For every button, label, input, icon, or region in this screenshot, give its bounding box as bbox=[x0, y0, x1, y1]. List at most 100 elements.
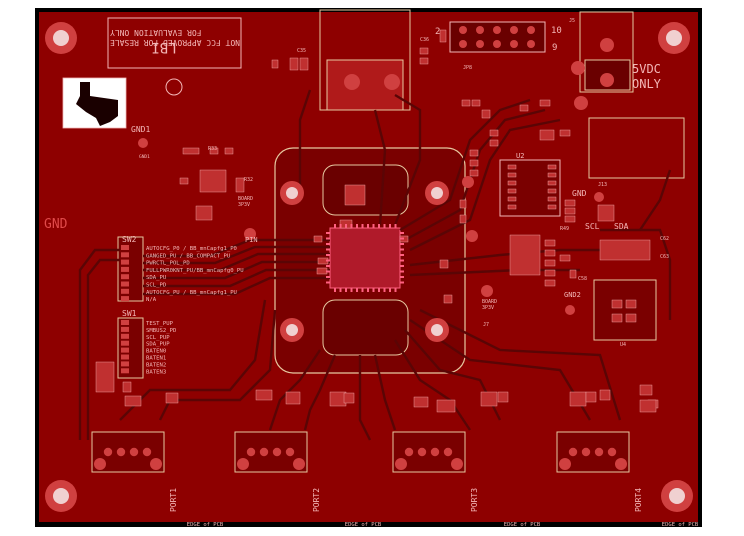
smd-component bbox=[419, 57, 429, 65]
header-pin bbox=[476, 40, 484, 48]
smd-component bbox=[179, 177, 189, 185]
u4-label: U4 bbox=[620, 342, 626, 348]
smd-component bbox=[639, 384, 653, 396]
port-shield-hole-icon bbox=[395, 458, 407, 470]
smd-component bbox=[569, 391, 587, 407]
gnd1-label: GND1 bbox=[131, 125, 150, 134]
ic-pin bbox=[339, 288, 342, 292]
smd-component bbox=[289, 57, 299, 71]
switch-option-label: GANGED_PU / BB_COMPACT_PU bbox=[146, 253, 230, 259]
smd-component bbox=[559, 129, 571, 137]
supply-note-1: 5VDC bbox=[632, 62, 661, 76]
smd-component bbox=[507, 164, 517, 170]
switch-option-label: SMBUS2_PD bbox=[146, 328, 177, 334]
ic-pin bbox=[394, 288, 397, 292]
smd-component bbox=[539, 99, 551, 107]
ic-pin bbox=[334, 288, 336, 292]
smd-component bbox=[507, 196, 517, 202]
ic-pin bbox=[400, 248, 404, 251]
smd-component bbox=[459, 199, 467, 209]
smd-component bbox=[343, 392, 355, 404]
pcb-trace bbox=[268, 349, 321, 431]
port-shield-hole-icon bbox=[94, 458, 106, 470]
c36-label: C36 bbox=[420, 37, 429, 43]
port-shield-hole-icon bbox=[293, 458, 305, 470]
smd-component bbox=[469, 149, 479, 157]
sw1-label: SW1 bbox=[122, 309, 137, 318]
smd-component bbox=[611, 313, 623, 323]
jp8-label: JP8 bbox=[463, 65, 472, 71]
jack-hole-icon bbox=[574, 96, 588, 110]
smd-component bbox=[564, 207, 576, 215]
c58-label: C58 bbox=[578, 276, 587, 282]
smd-component bbox=[469, 169, 479, 177]
ic-pin bbox=[326, 232, 330, 234]
switch-position-pad bbox=[121, 340, 129, 346]
ic-pin bbox=[378, 224, 380, 228]
pin-label: PIN bbox=[245, 236, 258, 244]
ic-pin bbox=[400, 232, 404, 234]
smd-component bbox=[235, 177, 245, 193]
pad-icon bbox=[244, 228, 256, 240]
pcb-trace bbox=[404, 108, 546, 242]
c62-label: C62 bbox=[660, 236, 669, 242]
smd-component bbox=[471, 99, 481, 107]
port-pin-icon bbox=[272, 447, 282, 457]
port-shield-hole-icon bbox=[237, 458, 249, 470]
smd-component bbox=[547, 188, 557, 194]
testpoint-gnd1-icon bbox=[138, 138, 148, 148]
header-pin bbox=[459, 26, 467, 34]
pcb-trace bbox=[373, 354, 397, 431]
header-pin bbox=[493, 26, 501, 34]
smd-component bbox=[436, 399, 456, 413]
j7-label: J7 bbox=[483, 322, 489, 328]
ic-pin bbox=[326, 281, 330, 284]
ic-pin bbox=[334, 224, 336, 228]
ic-pin bbox=[372, 288, 375, 292]
header-pin bbox=[476, 26, 484, 34]
switch-option-label: SDA_PU bbox=[146, 275, 166, 281]
smd-component bbox=[599, 389, 611, 401]
switch-option-label: AUTOCFG_PU / BB_mnCapfg1_PU bbox=[146, 290, 237, 296]
smd-component bbox=[313, 235, 323, 243]
pcb-trace bbox=[373, 109, 387, 226]
switch-position-pad bbox=[121, 245, 129, 250]
r33-label: R33 bbox=[208, 146, 217, 152]
gnd-big-label: GND bbox=[44, 217, 68, 232]
ic-pin bbox=[394, 224, 397, 228]
sw2-label: SW2 bbox=[122, 235, 137, 244]
ic-pin bbox=[400, 259, 404, 262]
smd-component bbox=[124, 395, 142, 407]
smd-component bbox=[625, 299, 637, 309]
ic-pin bbox=[400, 276, 404, 278]
port-shield-hole-icon bbox=[451, 458, 463, 470]
warning-line-2: NOT FCC APPROVED FOR RESALE bbox=[110, 38, 240, 47]
smd-component bbox=[439, 29, 447, 43]
port-label: PORT4 bbox=[634, 488, 643, 512]
port-pin-icon bbox=[404, 447, 414, 457]
ic-pin bbox=[326, 243, 330, 245]
pcb-trace bbox=[143, 260, 330, 280]
switch-option-label: PWRCTL_POL_PD bbox=[146, 261, 190, 267]
texas-logo-icon bbox=[62, 77, 127, 129]
smd-component bbox=[209, 147, 219, 155]
ic-pin bbox=[389, 288, 391, 292]
c63-label: C63 bbox=[660, 254, 669, 260]
smd-component bbox=[585, 391, 597, 403]
j13-label: J13 bbox=[598, 182, 607, 188]
header-pin bbox=[510, 40, 518, 48]
ic-pin bbox=[326, 248, 330, 251]
port-pin-icon bbox=[417, 447, 427, 457]
pin-number-2: 2 bbox=[435, 27, 440, 37]
smd-component bbox=[481, 109, 491, 119]
header-pin bbox=[459, 40, 467, 48]
ic-pin bbox=[400, 265, 404, 267]
pcb-trace bbox=[399, 98, 531, 232]
smd-component bbox=[611, 299, 623, 309]
smd-component bbox=[509, 234, 541, 276]
ic-pin bbox=[400, 254, 404, 256]
ic-pin bbox=[400, 270, 404, 273]
scl-label: SCL bbox=[585, 222, 600, 231]
testpoint-gnd-icon bbox=[594, 192, 604, 202]
